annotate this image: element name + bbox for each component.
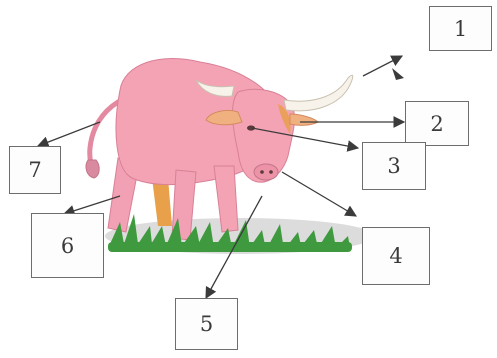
ear-left (205, 109, 243, 126)
horn-right (283, 74, 354, 112)
nostril (260, 170, 264, 174)
nostril (269, 170, 273, 174)
label-box-1: 1 (429, 6, 492, 51)
arrow-7 (36, 121, 101, 148)
label-box-4: 4 (362, 227, 430, 285)
horn-left (195, 79, 235, 97)
arrow-6 (62, 195, 121, 217)
head-shade (278, 104, 291, 134)
arrow-1 (362, 55, 404, 77)
tail-tuft (85, 159, 100, 179)
grass (108, 214, 352, 252)
hind-leg-inner (152, 178, 172, 226)
label-box-5: 5 (175, 298, 238, 350)
eye (247, 125, 255, 131)
label-box-2: 2 (405, 101, 469, 146)
label-box-3: 3 (362, 142, 426, 190)
nose (253, 163, 279, 181)
arrow-1-tip (392, 68, 404, 80)
arrow-4 (281, 171, 358, 217)
arrow-3 (251, 127, 360, 152)
label-box-6: 6 (31, 213, 104, 278)
front-leg-right (213, 165, 239, 233)
label-box-7: 7 (9, 146, 61, 194)
ear-right (289, 113, 319, 126)
arrow-5 (205, 195, 263, 300)
